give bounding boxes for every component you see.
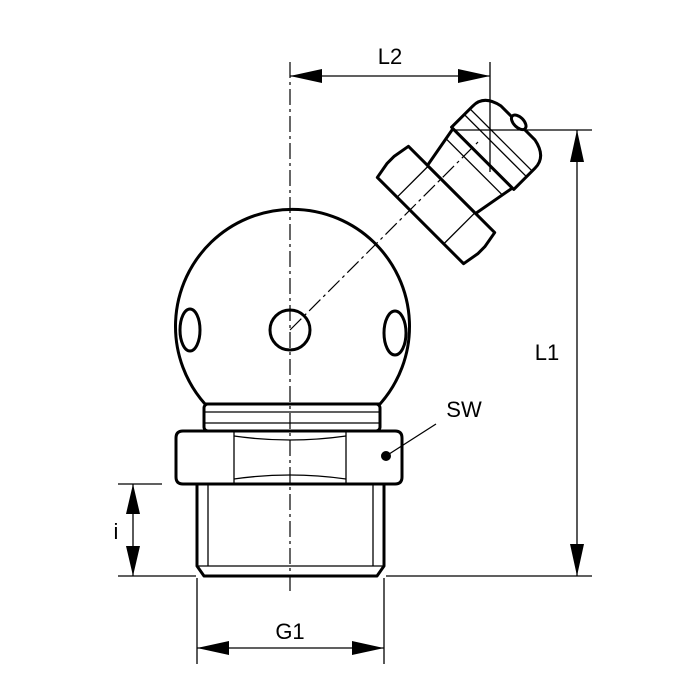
dimension-l2: L2	[290, 44, 491, 172]
sw-label: SW	[446, 397, 482, 422]
angled-center-line	[289, 141, 479, 331]
side-hole-right	[382, 309, 408, 357]
hex-nut	[174, 429, 404, 486]
dimension-l1: L1	[386, 129, 592, 577]
dimension-g1: G1	[196, 578, 385, 664]
nipple-tip	[509, 113, 528, 132]
side-hole-left	[178, 307, 202, 353]
ball-head	[174, 207, 411, 406]
l2-label: L2	[378, 44, 402, 69]
neck-collar	[202, 402, 382, 433]
l1-label: L1	[535, 340, 559, 365]
grease-nipple-body	[174, 98, 543, 578]
sw-leader: SW	[381, 397, 482, 461]
sw-leader-dot	[381, 451, 391, 461]
angled-nipple	[375, 98, 543, 266]
i-label: i	[114, 519, 119, 544]
dimension-i: i	[114, 483, 196, 577]
nipple-head	[450, 98, 543, 191]
g1-label: G1	[275, 619, 304, 644]
center-lines	[289, 62, 479, 592]
